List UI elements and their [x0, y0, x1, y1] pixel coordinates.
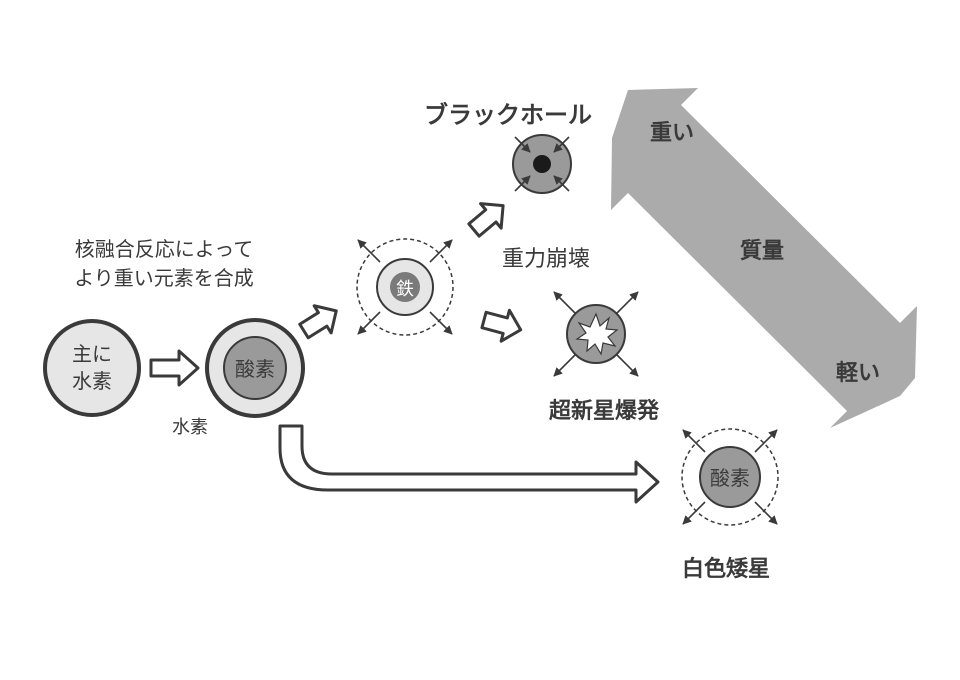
flow-arrow-4: [480, 308, 523, 343]
gravitational-collapse-label: 重力崩壊: [502, 247, 590, 272]
white-dwarf-label: 白色矮星: [682, 556, 770, 582]
white-dwarf-core-label: 酸素: [710, 466, 750, 490]
explosion-icon: [575, 312, 619, 356]
oxygen-core-label: 酸素: [235, 357, 275, 381]
oxygen-core-icon: [699, 446, 761, 508]
fusion-caption-line-1: 核融合反応によって: [75, 237, 253, 261]
hydrogen-star-label-line-1: 主に: [72, 342, 112, 366]
flow-arrow-5: [278, 424, 660, 504]
supernova: [553, 291, 639, 377]
iron-core-star: 鉄: [356, 238, 454, 336]
black-hole-label: ブラックホール: [424, 101, 592, 129]
oxygen-core-star: 酸素: [205, 318, 305, 418]
heavy-label: 重い: [650, 121, 694, 146]
hydrogen-star: 主に 水素: [43, 319, 141, 417]
black-hole-icon: [533, 155, 551, 173]
mass-label: 質量: [740, 239, 784, 264]
flow-arrow-2: [298, 304, 338, 340]
black-hole: [512, 134, 572, 194]
iron-core-icon: [390, 272, 420, 302]
iron-core-label: 鉄: [396, 279, 414, 300]
flow-arrow-3: [467, 202, 505, 238]
mass-double-arrow: [611, 88, 917, 428]
hydrogen-star-label-line-2: 水素: [72, 369, 112, 393]
fusion-caption-line-2: より重い元素を合成: [74, 266, 254, 290]
light-label: 軽い: [836, 360, 880, 386]
flow-arrow-1: [149, 349, 200, 387]
hydrogen-shell-label: 水素: [172, 417, 208, 438]
white-dwarf: 酸素: [681, 428, 779, 526]
supernova-label: 超新星爆発: [549, 398, 660, 424]
